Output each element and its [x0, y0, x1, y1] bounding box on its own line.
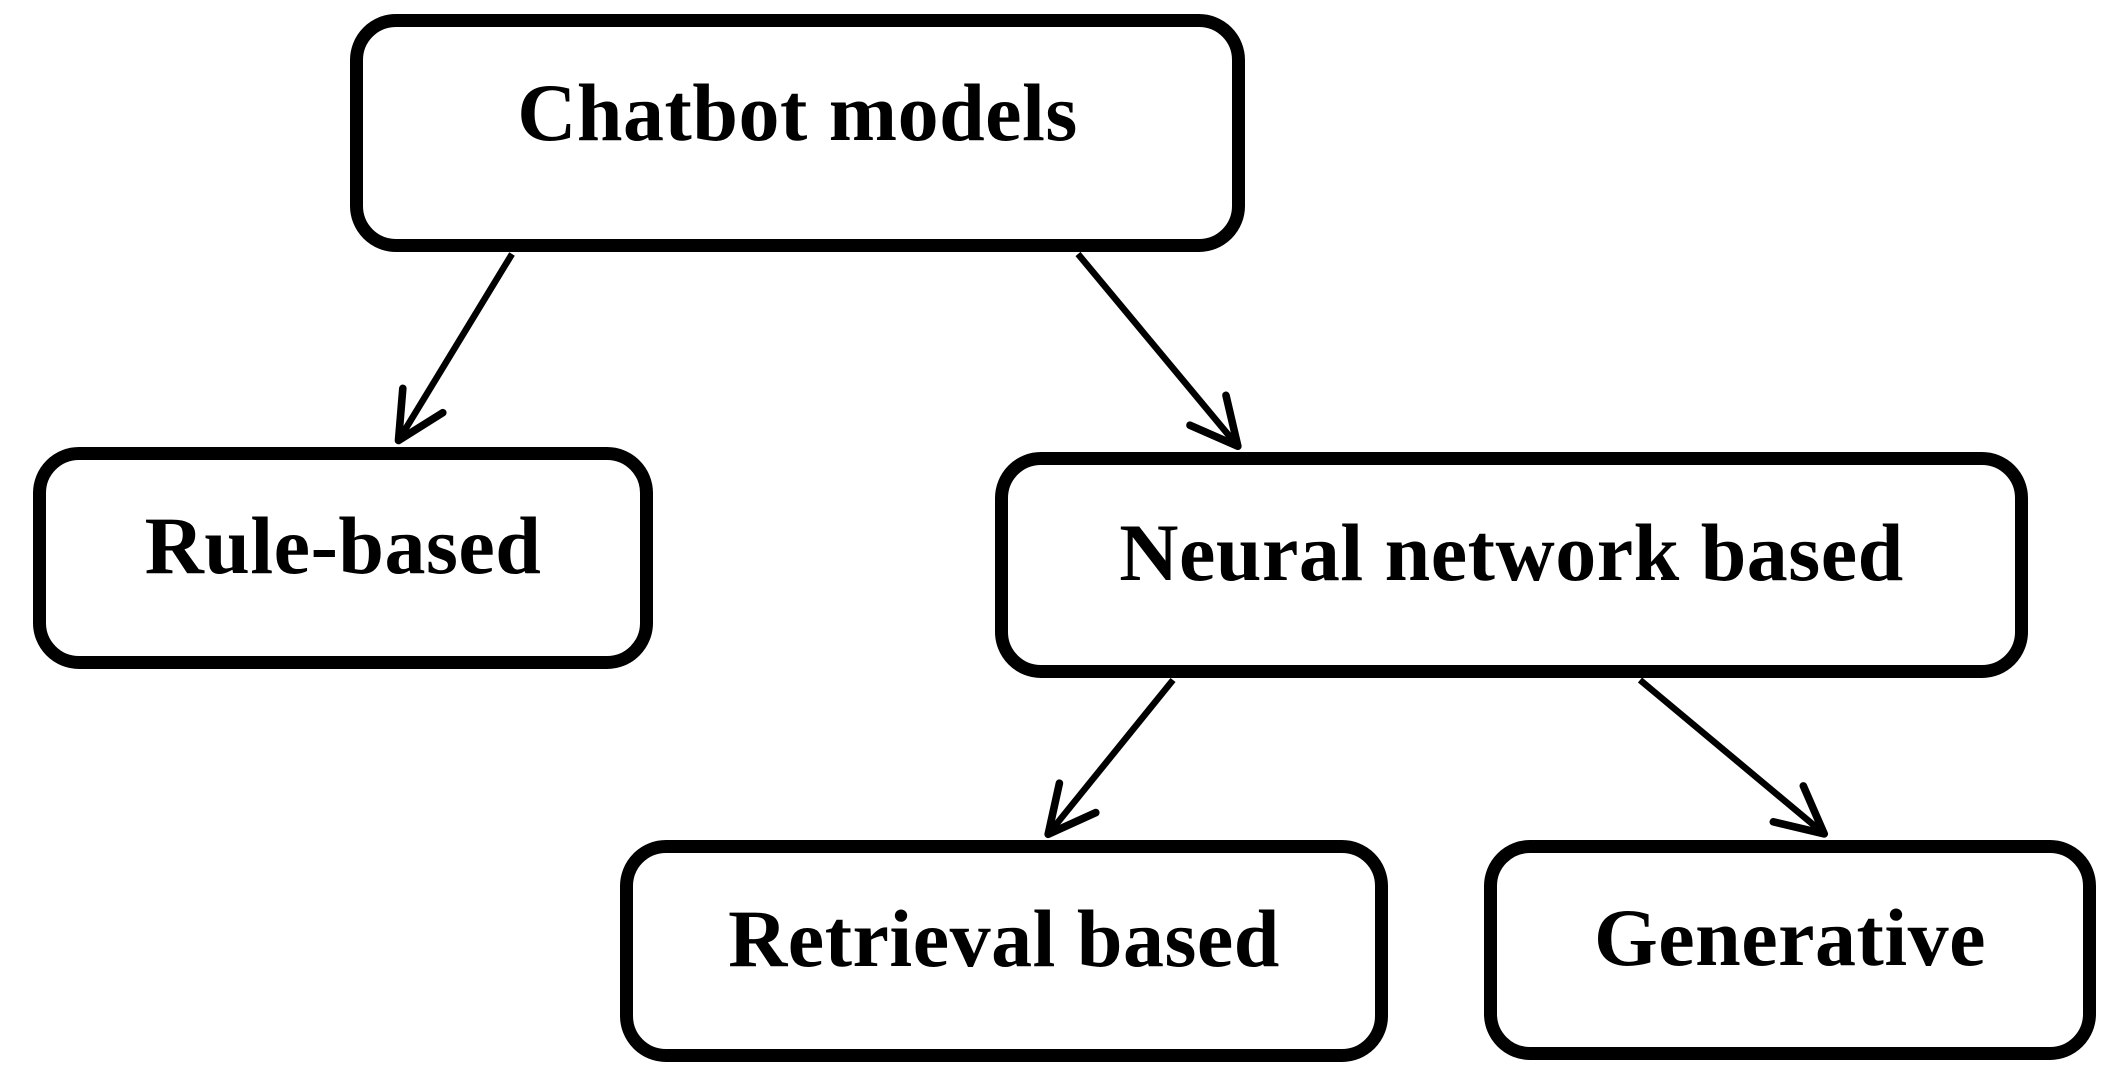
node-generative: Generative [1484, 840, 2096, 1060]
node-label: Rule-based [144, 500, 542, 591]
node-neural-network-based: Neural network based [995, 452, 2028, 678]
node-retrieval-based: Retrieval based [620, 840, 1388, 1062]
node-label: Neural network based [1119, 507, 1904, 598]
node-rule-based: Rule-based [33, 447, 653, 669]
arrow-neural-network-based-to-generative [1637, 677, 1829, 838]
node-label: Generative [1593, 892, 1987, 983]
arrow-chatbot-models-to-neural-network-based [1075, 251, 1242, 451]
arrow-chatbot-models-to-rule-based [394, 252, 515, 445]
arrow-neural-network-based-to-retrieval-based [1044, 677, 1176, 839]
node-chatbot-models: Chatbot models [350, 14, 1245, 252]
node-label: Chatbot models [517, 67, 1078, 158]
node-label: Retrieval based [728, 893, 1280, 984]
